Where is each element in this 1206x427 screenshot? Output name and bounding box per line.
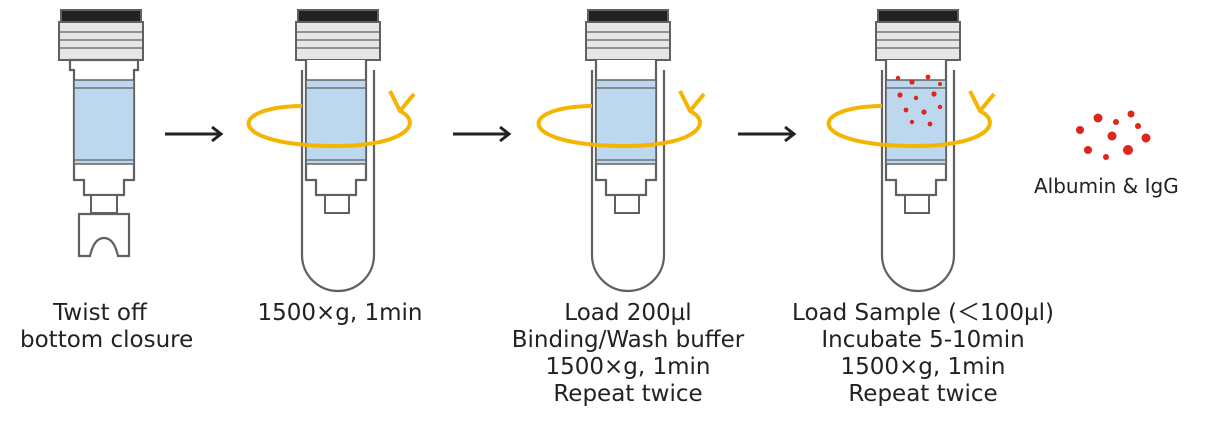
step-3-caption-line: Repeat twice	[553, 381, 703, 407]
step-2-column	[246, 9, 416, 293]
step-3-caption: Load 200µl Binding/Wash buffer 1500×g, 1…	[498, 300, 758, 408]
step-3-caption-line: Binding/Wash buffer	[511, 327, 745, 353]
spin-arrow-icon	[826, 90, 996, 149]
step-4-caption: Load Sample (＜100µl) Incubate 5-10min 15…	[778, 300, 1068, 408]
right-arrow-icon	[738, 125, 797, 143]
step-3-caption-line: 1500×g, 1min	[545, 354, 711, 380]
step-4-caption-line: Load Sample (＜100µl)	[792, 300, 1054, 326]
step-4-caption-line: Repeat twice	[848, 381, 998, 407]
right-arrow-icon	[453, 125, 512, 143]
spin-arrow-icon	[246, 90, 416, 149]
step-4-caption-line: 1500×g, 1min	[840, 354, 1006, 380]
step-3-column	[536, 9, 706, 293]
step-1-caption-line: Twist off	[53, 300, 147, 326]
step-3-caption-line: Load 200µl	[564, 300, 692, 326]
right-arrow-icon	[165, 125, 224, 143]
particle-cluster-icon	[1076, 110, 1151, 160]
step-1-caption: Twist off bottom closure	[20, 300, 194, 354]
step-1-column	[58, 9, 144, 258]
step-4-caption-line: Incubate 5-10min	[821, 327, 1025, 353]
step-2-caption: 1500×g, 1min	[250, 300, 430, 327]
spin-arrow-icon	[536, 90, 706, 149]
particle-cluster-icon	[895, 74, 943, 127]
legend-label: Albumin & IgG	[1034, 174, 1179, 198]
step-1-caption-line: bottom closure	[20, 327, 194, 353]
step-2-caption-line: 1500×g, 1min	[257, 300, 423, 326]
step-4-column	[826, 9, 996, 293]
